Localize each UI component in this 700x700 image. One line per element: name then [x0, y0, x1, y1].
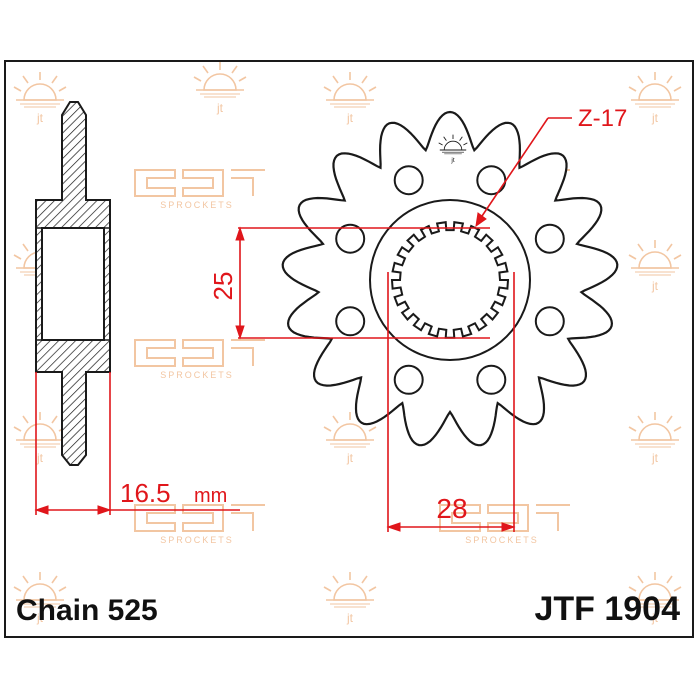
- offset-unit-label: mm: [194, 485, 227, 507]
- watermark-banner-icon: [134, 339, 266, 367]
- watermark-text: SPROCKETS: [160, 200, 234, 210]
- watermark-banner-icon: [134, 169, 266, 197]
- watermark-text: SPROCKETS: [465, 535, 539, 545]
- watermark-logo-icon: [323, 571, 377, 626]
- offset-value-label: 16.5: [120, 478, 171, 508]
- lightening-hole: [476, 364, 507, 395]
- sprocket-side-profile: [35, 101, 111, 466]
- lightening-hole: [335, 223, 366, 254]
- watermark-text: SPROCKETS: [160, 370, 234, 380]
- spline-width-label: 28: [436, 493, 467, 524]
- watermark-banner-icon: [134, 504, 266, 532]
- dimension-lines: [34, 117, 572, 532]
- lightening-hole: [393, 165, 424, 196]
- lightening-hole: [534, 223, 565, 254]
- lightening-holes: [335, 165, 565, 395]
- inner-diameter-label: 25: [208, 272, 238, 301]
- spline-bore: [390, 221, 510, 339]
- lightening-hole: [335, 306, 366, 337]
- part-number-label: JTF 1904: [534, 590, 680, 628]
- watermark-logo-icon: [193, 61, 247, 116]
- sprocket-front-view: [281, 110, 619, 447]
- watermark-logo-icon: [13, 71, 67, 126]
- watermark-logo-icon: [628, 71, 682, 126]
- watermark-logo-icon: [323, 71, 377, 126]
- watermark-logo-icon: [628, 239, 682, 294]
- teeth-count-label: Z-17: [578, 105, 627, 132]
- chain-size-label: Chain 525: [16, 594, 158, 627]
- watermark-text: SPROCKETS: [160, 535, 234, 545]
- lightening-hole: [534, 306, 565, 337]
- watermark-logo-icon: [13, 411, 67, 466]
- watermark-logo-icon: [628, 411, 682, 466]
- diagram-frame: [4, 60, 694, 638]
- lightening-hole: [476, 165, 507, 196]
- lightening-hole: [393, 364, 424, 395]
